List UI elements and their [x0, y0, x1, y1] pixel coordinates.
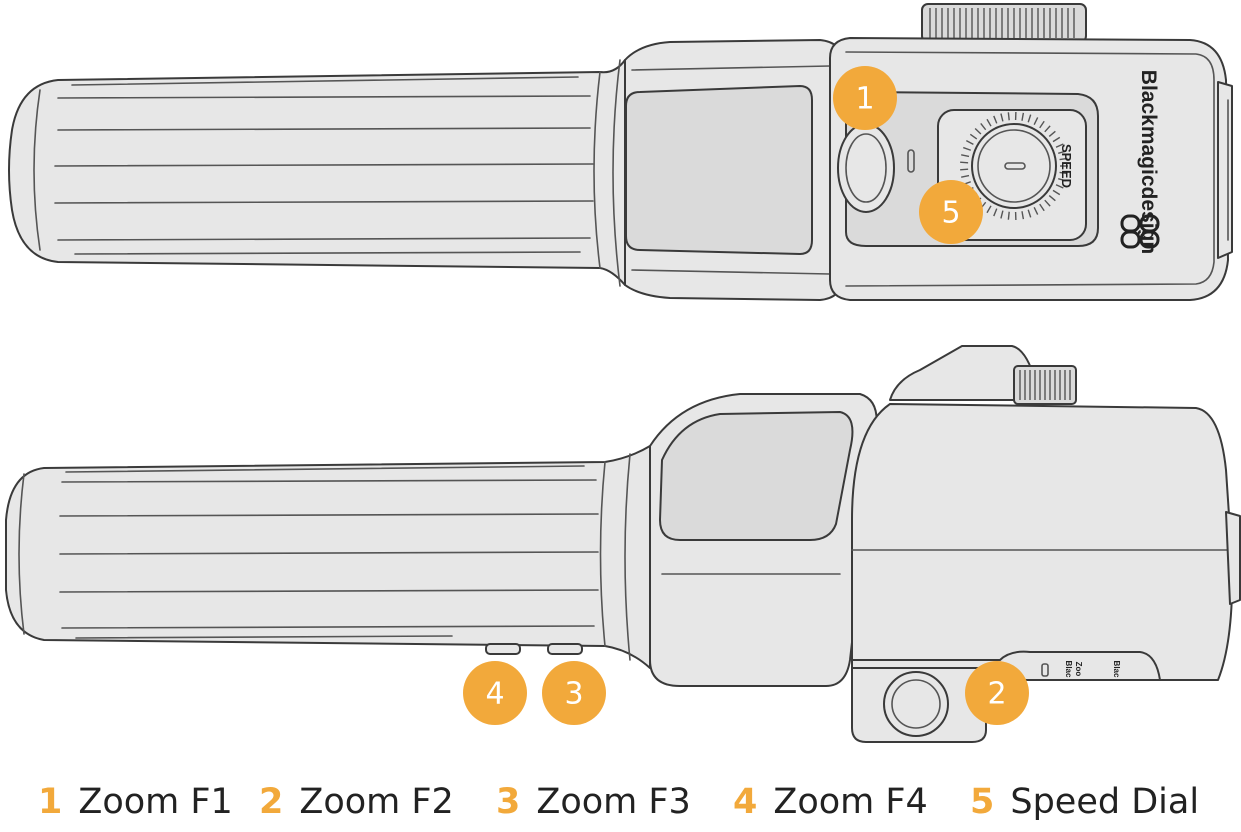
- grip-side: [5, 445, 651, 669]
- speed-label: SPEED: [1059, 144, 1074, 188]
- zoom-demand-diagram: .b { fill: #E7E7E7; stroke: #3a3a3a; str…: [5, 3, 1241, 743]
- svg-text:2: 2: [987, 677, 1006, 712]
- callout-2: 2: [965, 661, 1029, 725]
- legend-number: 2: [259, 782, 284, 822]
- zoom-f3-button[interactable]: [547, 643, 583, 655]
- zoom-f4-button[interactable]: [485, 643, 521, 655]
- legend-number: 5: [970, 782, 995, 822]
- side-brand-text-a: Blac: [1064, 661, 1073, 678]
- zoom-f1-button[interactable]: [837, 123, 895, 213]
- callout-4: 4: [463, 661, 527, 725]
- legend-number: 1: [38, 782, 63, 822]
- legend-item-zoom-f1: 1 Zoom F1: [38, 782, 233, 822]
- legend-label: Zoom F1: [78, 782, 233, 822]
- knurled-wheel-top: [921, 3, 1087, 43]
- legend-item-zoom-f4: 4 Zoom F4: [733, 782, 928, 822]
- legend: 1 Zoom F1 2 Zoom F2 3 Zoom F3 4 Zoom F4 5 Spe…: [0, 778, 1241, 832]
- top-view: SPEED Blackmagicdesign: [8, 3, 1233, 301]
- svg-text:4: 4: [485, 677, 504, 712]
- svg-text:5: 5: [941, 196, 960, 231]
- side-brand-text-c: Blac: [1112, 661, 1121, 678]
- svg-text:1: 1: [855, 82, 874, 117]
- side-view: Blac Zoo Blac: [5, 345, 1241, 743]
- legend-item-speed-dial: 5 Speed Dial: [970, 782, 1199, 822]
- brand-logo-text: Blackmagicdesign: [1137, 70, 1160, 254]
- legend-label: Speed Dial: [1010, 782, 1200, 822]
- grip-grooves-side: [59, 465, 599, 639]
- grip-grooves-top: [54, 76, 594, 255]
- callout-3: 3: [542, 661, 606, 725]
- brand-logo-icon: [1120, 214, 1160, 249]
- knurled-wheel-side: [1013, 365, 1077, 405]
- legend-number: 4: [733, 782, 758, 822]
- legend-item-zoom-f3: 3 Zoom F3: [496, 782, 691, 822]
- zoom-f2-button[interactable]: [883, 671, 949, 737]
- legend-label: Zoom F4: [773, 782, 928, 822]
- legend-label: Zoom F2: [299, 782, 454, 822]
- legend-label: Zoom F3: [536, 782, 691, 822]
- legend-item-zoom-f2: 2 Zoom F2: [259, 782, 454, 822]
- callout-1: 1: [833, 66, 897, 130]
- control-body-side: [851, 403, 1234, 681]
- svg-text:3: 3: [564, 677, 583, 712]
- callout-5: 5: [919, 180, 983, 244]
- legend-number: 3: [496, 782, 521, 822]
- side-brand-text-b: Zoo: [1074, 662, 1083, 677]
- grip-top: [8, 59, 626, 286]
